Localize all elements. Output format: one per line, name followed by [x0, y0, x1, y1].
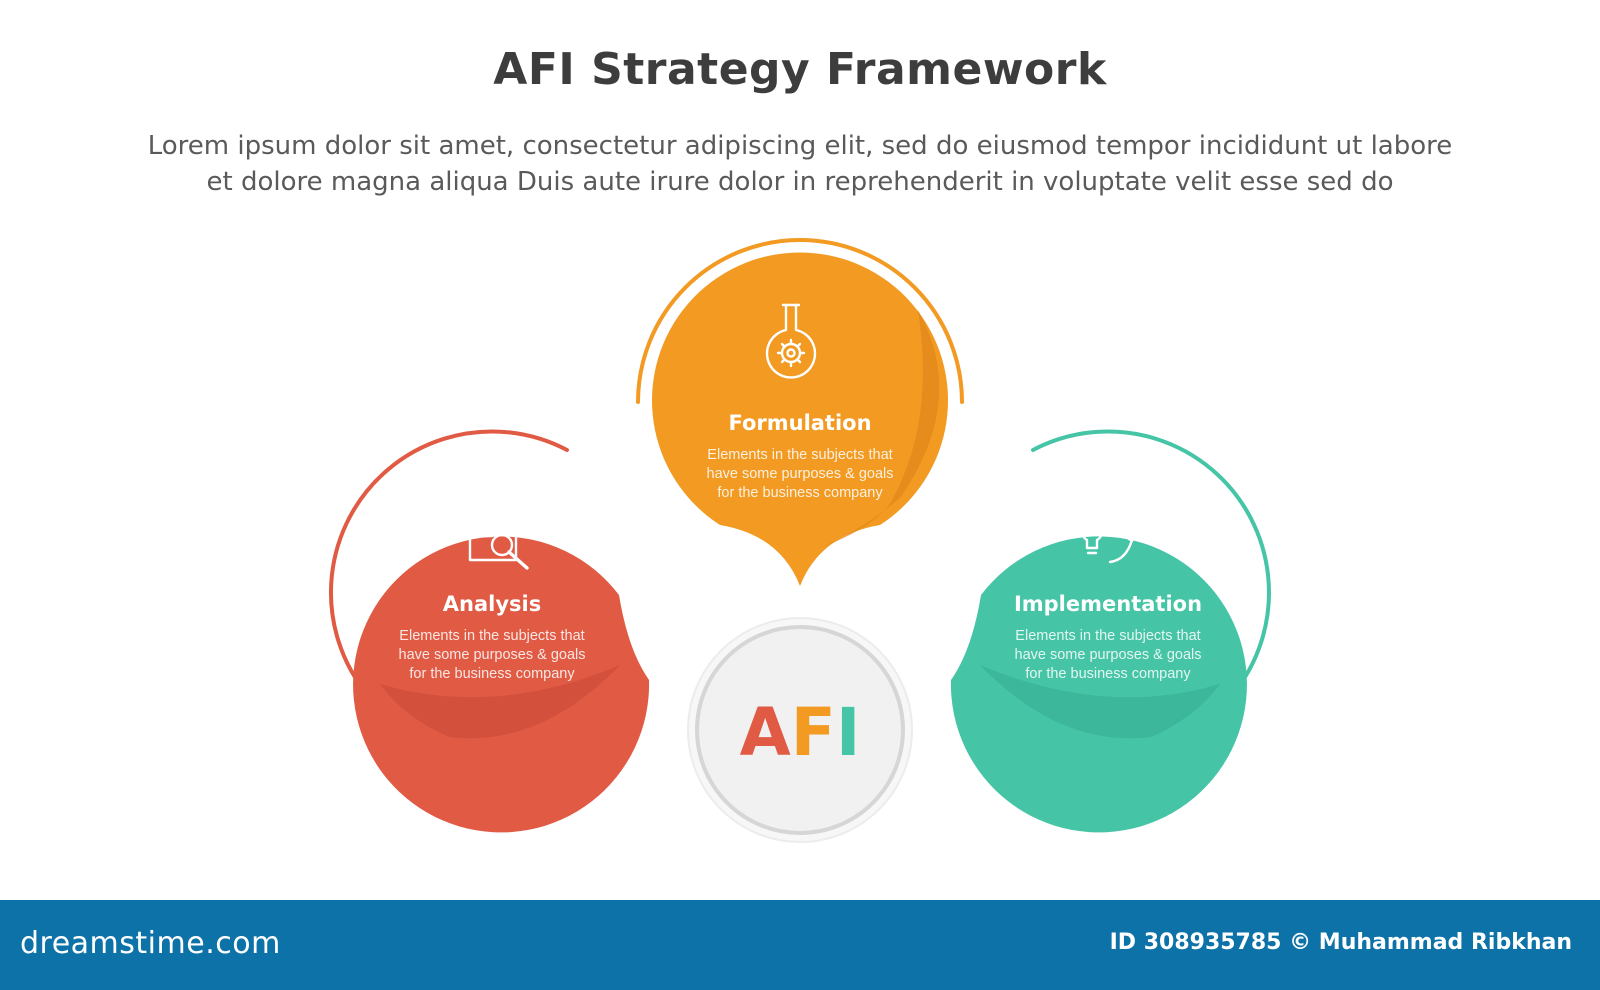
formulation-desc-line-1: Elements in the subjects that	[707, 447, 892, 463]
subtitle-line-1: Lorem ipsum dolor sit amet, consectetur …	[147, 131, 1453, 161]
center-afi-badge: AFI	[687, 617, 913, 843]
afi-diagram: Analysis Elements in the subjects that h…	[329, 238, 1271, 843]
implementation-title: Implementation	[1014, 592, 1202, 616]
formulation-desc-line-3: for the business company	[717, 485, 883, 501]
subtitle-line-2: et dolore magna aliqua Duis aute irure d…	[206, 167, 1394, 197]
formulation-title: Formulation	[728, 411, 871, 435]
implementation-bubble	[950, 536, 1247, 833]
formulation-bubble	[652, 252, 949, 586]
center-letter-a: A	[740, 694, 791, 771]
footer-credit: ID 308935785 © Muhammad Ribkhan	[1109, 930, 1572, 955]
analysis-desc-line-1: Elements in the subjects that	[399, 628, 584, 644]
node-formulation: Formulation Elements in the subjects tha…	[636, 238, 964, 586]
flask-gear-icon	[765, 303, 817, 379]
center-letter-i: I	[836, 694, 861, 771]
formulation-desc-line-2: have some purposes & goals	[707, 466, 894, 482]
analysis-desc-line-3: for the business company	[409, 666, 575, 682]
implementation-bubble-shade	[980, 665, 1220, 739]
implementation-desc-line-2: have some purposes & goals	[1015, 647, 1202, 663]
idea-gear-cycle-icon	[1074, 492, 1137, 564]
formulation-bubble-shade	[820, 310, 940, 548]
analysis-bubble	[353, 536, 650, 833]
center-acronym: AFI	[740, 694, 861, 771]
node-analysis: Analysis Elements in the subjects that h…	[329, 429, 650, 833]
implementation-desc-line-3: for the business company	[1025, 666, 1191, 682]
formulation-arc	[636, 238, 964, 404]
footer-logo[interactable]: dreamstime.com	[20, 926, 281, 961]
page-subtitle: Lorem ipsum dolor sit amet, consectetur …	[70, 128, 1530, 200]
page-title: AFI Strategy Framework	[493, 44, 1107, 95]
analysis-desc-line-2: have some purposes & goals	[399, 647, 586, 663]
implementation-desc-line-1: Elements in the subjects that	[1015, 628, 1200, 644]
analysis-title: Analysis	[443, 592, 541, 616]
document-search-icon	[468, 496, 529, 570]
center-letter-f: F	[791, 694, 836, 771]
footer-bar: dreamstime.com ID 308935785 © Muhammad R…	[0, 900, 1600, 990]
analysis-bubble-shade	[380, 665, 620, 739]
center-circle	[695, 625, 905, 835]
node-implementation: Implementation Elements in the subjects …	[950, 429, 1271, 833]
